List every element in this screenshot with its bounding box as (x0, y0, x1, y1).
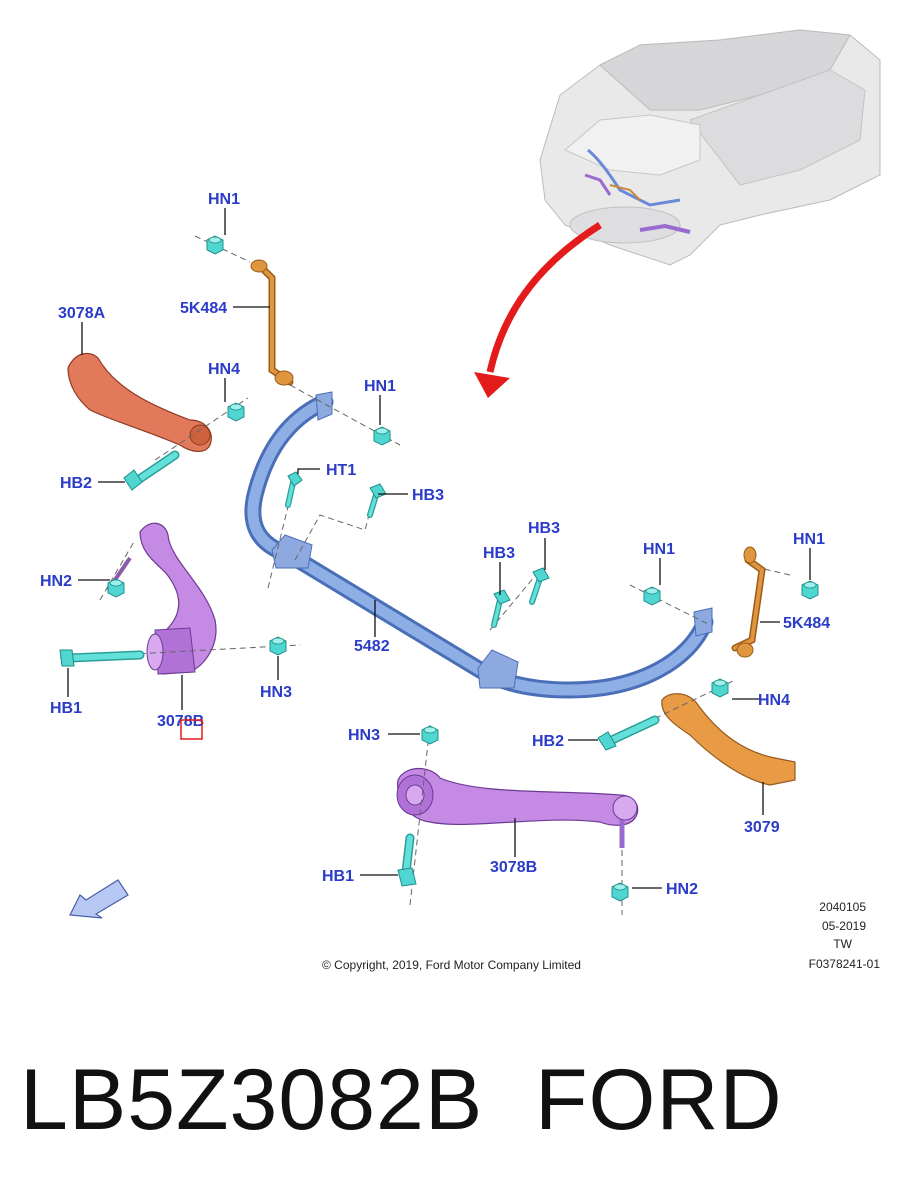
figure-number: F0378241-01 (809, 957, 881, 971)
label-hn3-bottom: HN3 (348, 727, 380, 744)
lower-arm-3078a (67, 352, 212, 452)
nut-hn1-mid (373, 426, 391, 446)
label-5k484-left: 5K484 (180, 300, 227, 317)
nut-hn2-bottom (611, 882, 629, 902)
nut-hn3-bottom (421, 725, 439, 745)
diagram-date: 05-2019 (822, 919, 866, 933)
label-hb3-left: HB3 (412, 487, 444, 504)
label-hb3-mid: HB3 (483, 545, 515, 562)
nut-hn3-left (269, 636, 287, 656)
lower-arm-3078b (397, 767, 639, 826)
label-hn4-left: HN4 (208, 361, 240, 378)
label-ht1: HT1 (326, 462, 356, 479)
bolt-hb2-left (123, 450, 180, 491)
label-hn1-far-right: HN1 (793, 531, 825, 548)
label-hn1-mid: HN1 (364, 378, 396, 395)
part-number: LB5Z3082B (20, 1052, 484, 1148)
bushing-right (477, 649, 519, 689)
bolt-hb1-left (59, 649, 145, 667)
bolt-hb3-right (529, 567, 550, 605)
nut-hn1-far-right (801, 580, 819, 600)
label-hn4-right: HN4 (758, 692, 790, 709)
label-5k484-right: 5K484 (783, 615, 830, 632)
label-hn1-top: HN1 (208, 191, 240, 208)
nut-hn1-top (206, 235, 224, 255)
label-hb3-right: HB3 (528, 520, 560, 537)
front-direction-arrow (69, 879, 129, 919)
label-hn2-bottom: HN2 (666, 881, 698, 898)
nut-hn1-right (643, 586, 661, 606)
nut-hn2-left (107, 578, 125, 598)
label-3079: 3079 (744, 819, 780, 836)
bolt-hb3-mid (491, 589, 511, 628)
label-5482: 5482 (354, 638, 390, 655)
stabilizer-bar (244, 393, 714, 699)
label-hn2-left: HN2 (40, 573, 72, 590)
bolt-hb1-bottom (397, 833, 417, 887)
label-3078b-bottom: 3078B (490, 859, 537, 876)
copyright-text: © Copyright, 2019, Ford Motor Company Li… (322, 958, 581, 972)
label-hb2-left: HB2 (60, 475, 92, 492)
brand-name: FORD (535, 1052, 783, 1148)
bushing-left (271, 534, 313, 569)
label-hb2-right: HB2 (532, 733, 564, 750)
label-hn1-right: HN1 (643, 541, 675, 558)
label-hb1-left: HB1 (50, 700, 82, 717)
nut-hn4-left (227, 402, 245, 422)
bolt-hb3-left (367, 483, 387, 518)
label-hn3-left: HN3 (260, 684, 292, 701)
diagram-region: TW (833, 937, 852, 951)
exploded-parts-diagram: HN1 5K484 3078A HN4 HN1 HB2 HT1 HB3 HB3 … (40, 29, 881, 972)
product-caption: LB5Z3082B FORD (0, 1040, 912, 1180)
vehicle-inset (539, 29, 881, 266)
bolt-hb2-right (597, 715, 660, 751)
label-3078a: 3078A (58, 305, 106, 322)
bolt-ht1 (285, 471, 303, 508)
nut-hn4-right (711, 678, 729, 698)
diagram-code: 2040105 (819, 900, 866, 914)
red-callout-arrow (486, 222, 602, 373)
highlight-marker (180, 719, 203, 740)
label-hb1-bottom: HB1 (322, 868, 354, 885)
stabilizer-link-left (250, 259, 294, 386)
stabilizer-link-right (731, 546, 766, 658)
red-arrowhead (474, 372, 510, 398)
